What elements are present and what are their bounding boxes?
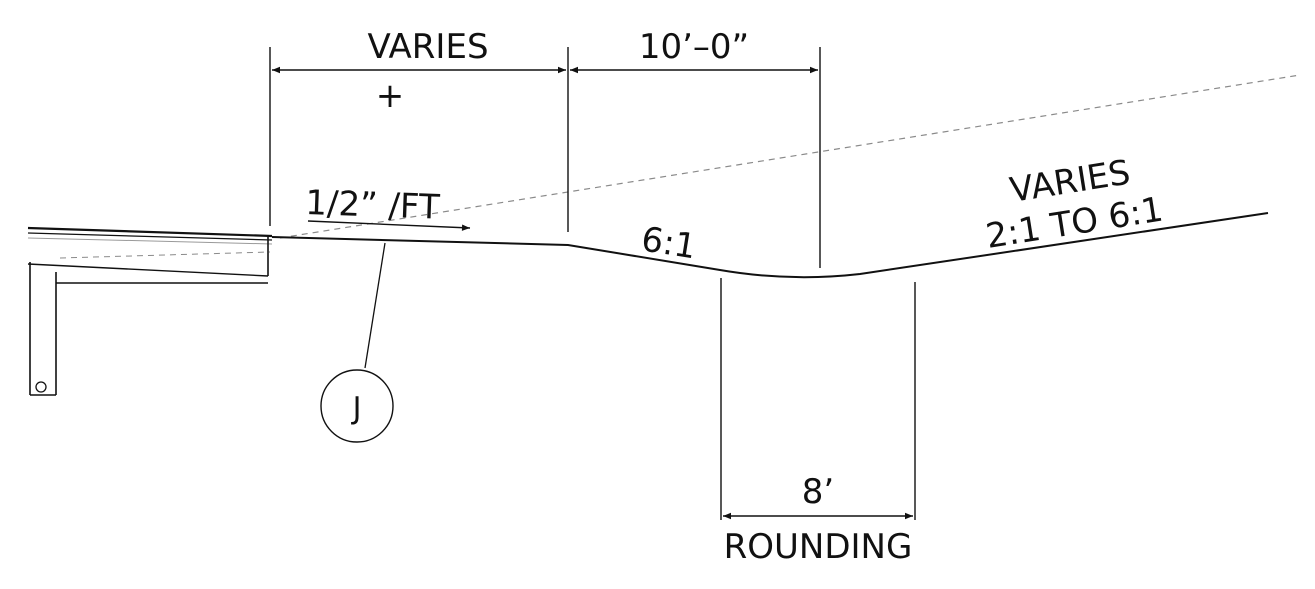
callout-leader-line [364, 242, 386, 369]
bridge-deck-structure [27, 226, 273, 396]
callout-label-j: J [351, 391, 362, 426]
existing-ground-reference-line [279, 74, 1301, 239]
ground-profile-line [271, 212, 1269, 279]
dimension-label-varies: VARIES [367, 27, 488, 67]
dimension-plus-sign: + [376, 76, 405, 116]
rounding-width-label: 8’ [802, 472, 834, 512]
rounding-label: ROUNDING [724, 527, 913, 567]
slope-label-half-inch-per-foot: 1/2” /FT [305, 183, 441, 228]
slope-arrow [307, 220, 471, 231]
callout-bubble-j [320, 369, 394, 443]
slope-label-6-to-1: 6:1 [639, 219, 699, 267]
dimension-label-10ft: 10’–0” [639, 27, 749, 67]
